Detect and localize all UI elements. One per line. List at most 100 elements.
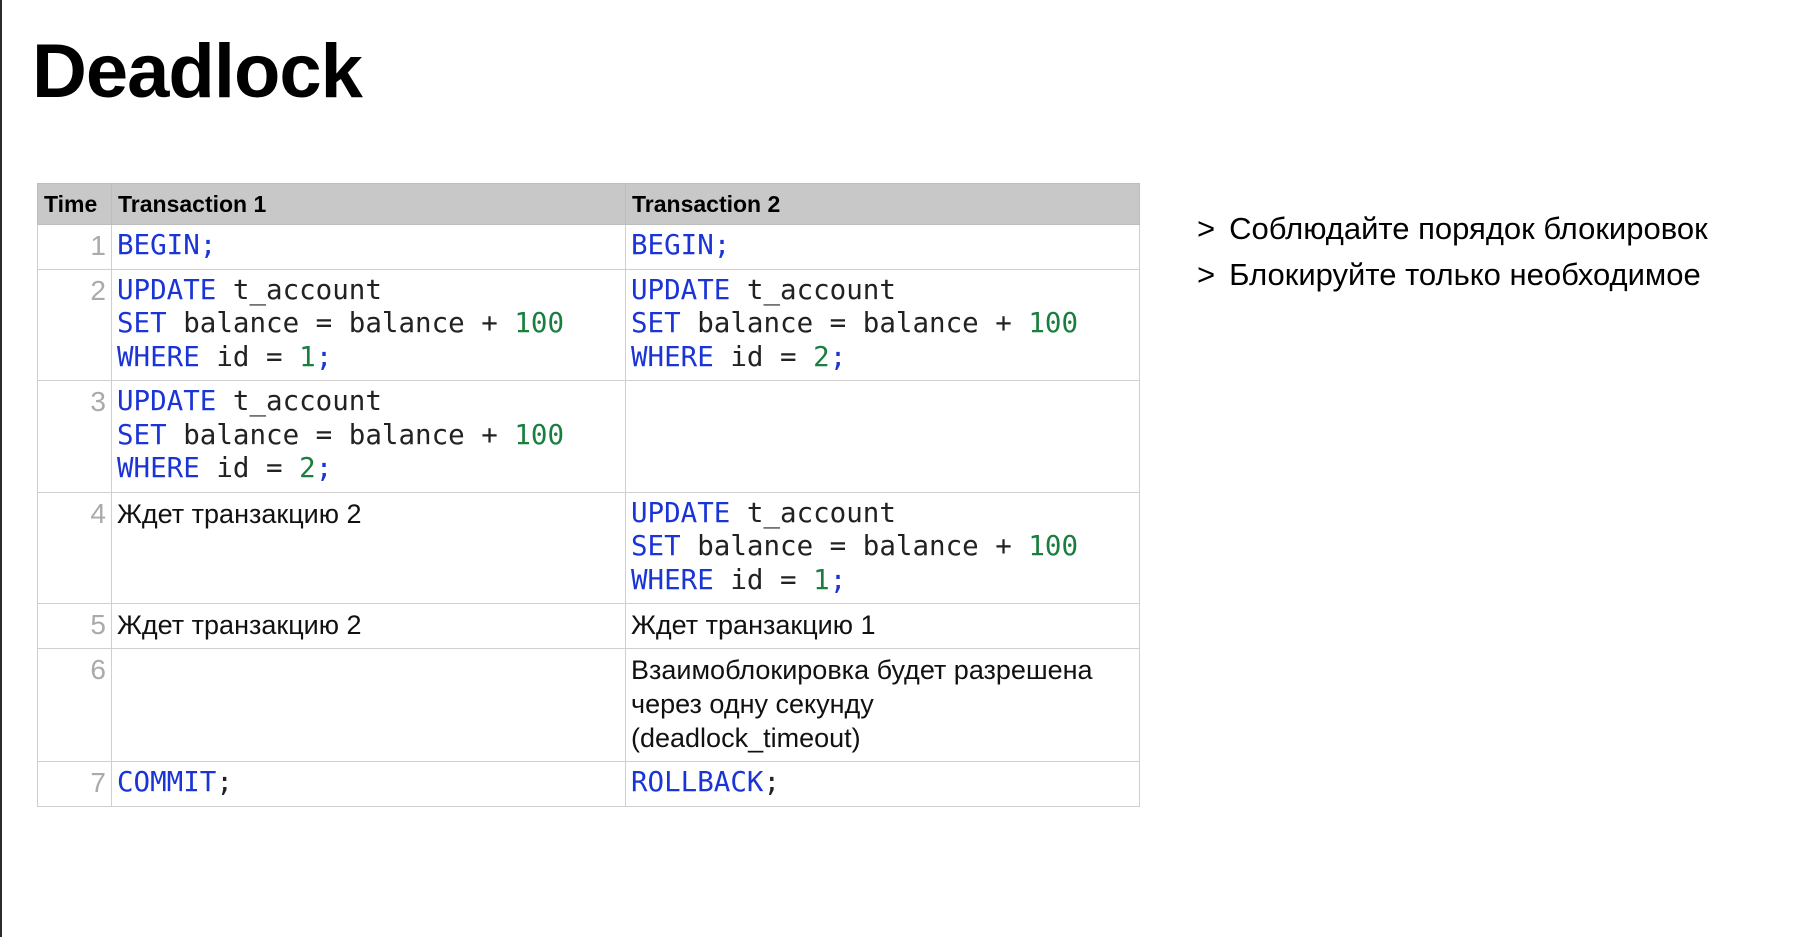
time-cell: 1 [37, 224, 112, 270]
time-cell: 2 [37, 268, 112, 381]
sql-text: id = [199, 452, 300, 484]
sql-line: WHERE id = 2; [631, 341, 1134, 375]
transaction-1-cell: BEGIN; [111, 224, 626, 270]
sql-keyword: COMMIT [117, 766, 217, 798]
sql-number: 100 [1028, 307, 1079, 339]
header-transaction-1: Transaction 1 [111, 183, 626, 225]
sql-keyword: SET [117, 307, 167, 339]
sql-line: SET balance = balance + 100 [631, 307, 1134, 341]
transaction-2-cell: ROLLBACK; [625, 761, 1140, 807]
sql-line: WHERE id = 2; [117, 452, 620, 486]
sql-keyword: UPDATE [117, 273, 217, 306]
sql-keyword: UPDATE [117, 385, 217, 417]
notes-list: > Соблюдайте порядок блокировок > Блокир… [1197, 206, 1708, 298]
sql-line: UPDATE t_account [117, 385, 620, 419]
sql-keyword: SET [631, 307, 681, 339]
sql-keyword: ; [315, 452, 333, 484]
status-text: Ждет транзакцию 2 [117, 498, 362, 529]
time-cell: 7 [37, 761, 112, 807]
sql-line: SET balance = balance + 100 [117, 307, 620, 341]
status-text: Ждет транзакцию 2 [117, 610, 362, 640]
table-header-row: Time Transaction 1 Transaction 2 [37, 183, 1140, 225]
arrow-bullet-icon: > [1197, 257, 1216, 292]
note-item: > Блокируйте только необходимое [1197, 252, 1708, 298]
sql-line: UPDATE t_account [631, 274, 1134, 308]
transaction-2-cell [625, 380, 1140, 493]
sql-keyword: SET [117, 418, 167, 451]
time-cell: 4 [37, 491, 112, 604]
status-text: Ждет транзакцию 1 [631, 610, 876, 640]
sql-number: 1 [813, 563, 830, 596]
sql-keyword: ; [829, 340, 847, 373]
sql-text: ; [763, 766, 781, 798]
sql-text: t_account [216, 385, 382, 417]
sql-keyword: WHERE [117, 452, 200, 484]
sql-keyword: BEGIN; [631, 229, 731, 261]
sql-text: balance = balance + [680, 530, 1029, 562]
header-time: Time [37, 183, 112, 225]
transaction-2-cell: Взаимоблокировка будет разрешена через од… [625, 648, 1140, 762]
note-line: (deadlock_timeout) [631, 723, 861, 753]
transaction-1-cell: COMMIT; [111, 761, 626, 807]
sql-line: WHERE id = 1; [117, 341, 620, 375]
sql-keyword: BEGIN; [117, 229, 217, 261]
sql-number: 1 [299, 340, 316, 373]
transaction-1-cell: Ждет транзакцию 2 [111, 603, 626, 649]
sql-line: BEGIN; [631, 229, 1134, 263]
sql-number: 2 [299, 452, 316, 484]
time-cell: 3 [37, 380, 112, 493]
sql-keyword: ROLLBACK [631, 766, 764, 798]
sql-text: balance = balance + [166, 307, 515, 339]
sql-text: t_account [730, 273, 896, 306]
sql-line: UPDATE t_account [117, 274, 620, 308]
note-line: через одну секунду [631, 689, 874, 719]
transaction-1-cell [111, 648, 626, 762]
sql-number: 2 [813, 340, 830, 373]
sql-line: UPDATE t_account [631, 497, 1134, 531]
sql-text: ; [216, 766, 233, 798]
sql-keyword: SET [631, 530, 681, 562]
transaction-2-cell: Ждет транзакцию 1 [625, 603, 1140, 649]
sql-text: balance = balance + [680, 307, 1029, 339]
sql-number: 100 [514, 418, 565, 451]
sql-text: id = [713, 563, 814, 596]
sql-keyword: ; [315, 340, 333, 373]
header-transaction-2: Transaction 2 [625, 183, 1140, 225]
note-text: Блокируйте только необходимое [1229, 257, 1701, 292]
transaction-2-cell: BEGIN; [625, 224, 1140, 270]
note-text: Соблюдайте порядок блокировок [1229, 211, 1708, 246]
sql-keyword: ; [829, 563, 847, 596]
table-row: 6 Взаимоблокировка будет разрешена через … [37, 648, 1140, 762]
sql-keyword: WHERE [631, 563, 714, 596]
sql-number: 100 [1028, 530, 1079, 562]
note-item: > Соблюдайте порядок блокировок [1197, 206, 1708, 252]
sql-keyword: UPDATE [631, 273, 731, 306]
sql-line: SET balance = balance + 100 [117, 419, 620, 453]
note-line: Взаимоблокировка будет разрешена [631, 655, 1093, 685]
time-cell: 6 [37, 648, 112, 762]
sql-keyword: UPDATE [631, 496, 731, 529]
sql-text: t_account [730, 496, 896, 529]
sql-keyword: WHERE [631, 340, 714, 373]
slide-title: Deadlock [32, 29, 363, 114]
sql-number: 100 [514, 307, 565, 339]
arrow-bullet-icon: > [1197, 211, 1216, 246]
transaction-1-cell: Ждет транзакцию 2 [111, 491, 626, 604]
sql-text: balance = balance + [166, 418, 515, 451]
sql-line: BEGIN; [117, 229, 620, 263]
sql-text: t_account [216, 273, 382, 306]
sql-line: ROLLBACK; [631, 766, 1134, 800]
sql-line: SET balance = balance + 100 [631, 530, 1134, 564]
time-cell: 5 [37, 603, 112, 649]
